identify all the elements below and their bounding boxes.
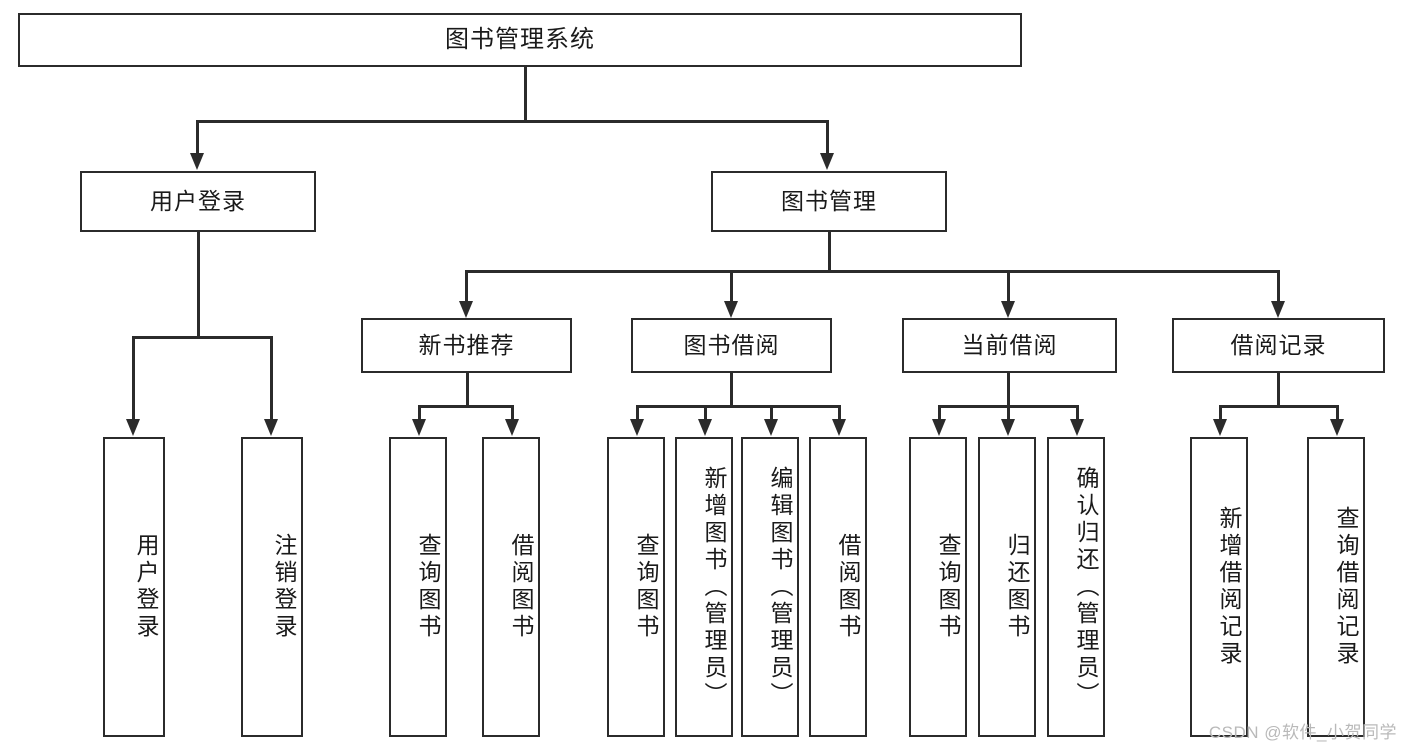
arrowhead-bookmgmt-child-3 <box>1001 301 1015 318</box>
edge-userlogin-stem <box>197 232 200 336</box>
edge-userlogin-drop-2 <box>270 336 273 420</box>
node-current-borrow[interactable]: 当前借阅 <box>902 318 1117 373</box>
edge-currentborrow-drop-1 <box>938 405 941 421</box>
arrowhead-newbook-leaf-1 <box>412 419 426 436</box>
leaf-label: 借阅图书 <box>835 533 861 641</box>
leaf-label: 查询图书 <box>415 533 441 641</box>
edge-userlogin-bus <box>132 336 272 339</box>
edge-root-stem <box>524 67 527 120</box>
leaf-currentborrow-return-book[interactable]: 归还图书 <box>978 437 1036 737</box>
leaf-user-login[interactable]: 用户登录 <box>103 437 165 737</box>
arrowhead-userlogin-leaf-1 <box>126 419 140 436</box>
arrowhead-currentborrow-leaf-1 <box>932 419 946 436</box>
leaf-label: 查询借阅记录 <box>1333 506 1359 668</box>
arrowhead-currentborrow-leaf-2 <box>1001 419 1015 436</box>
node-new-book-recommend[interactable]: 新书推荐 <box>361 318 572 373</box>
edge-bookmgmt-drop-4 <box>1277 270 1280 302</box>
leaf-newbook-query-book[interactable]: 查询图书 <box>389 437 447 737</box>
edge-bookmgmt-drop-3 <box>1007 270 1010 302</box>
arrowhead-borrowrecord-leaf-2 <box>1330 419 1344 436</box>
edge-newbook-drop-2 <box>511 405 514 421</box>
edge-root-bus <box>196 120 828 123</box>
arrowhead-bookborrow-leaf-3 <box>764 419 778 436</box>
edge-root-to-userlogin <box>196 120 199 154</box>
node-user-login[interactable]: 用户登录 <box>80 171 316 232</box>
node-borrow-record[interactable]: 借阅记录 <box>1172 318 1385 373</box>
leaf-user-logout[interactable]: 注销登录 <box>241 437 303 737</box>
edge-bookborrow-drop-4 <box>838 405 841 421</box>
leaf-label: 查询图书 <box>633 533 659 641</box>
leaf-bookborrow-query-book[interactable]: 查询图书 <box>607 437 665 737</box>
edge-currentborrow-stem <box>1007 373 1010 406</box>
edge-bookborrow-drop-1 <box>636 405 639 421</box>
edge-newbook-drop-1 <box>418 405 421 421</box>
edge-newbook-bus <box>418 405 514 408</box>
arrowhead-bookmgmt-child-4 <box>1271 301 1285 318</box>
edge-currentborrow-drop-2 <box>1007 405 1010 421</box>
edge-bookmgmt-stem <box>828 232 831 271</box>
edge-bookborrow-bus <box>636 405 841 408</box>
edge-bookborrow-drop-2 <box>704 405 707 421</box>
leaf-bookborrow-edit-book-admin[interactable]: 编辑图书（管理员） <box>741 437 799 737</box>
node-book-borrow[interactable]: 图书借阅 <box>631 318 832 373</box>
edge-bookborrow-drop-3 <box>770 405 773 421</box>
leaf-label: 借阅图书 <box>508 533 534 641</box>
arrowhead-userlogin-leaf-2 <box>264 419 278 436</box>
leaf-label: 查询图书 <box>935 533 961 641</box>
arrowhead-newbook-leaf-2 <box>505 419 519 436</box>
edge-root-to-bookmgmt <box>826 120 829 154</box>
edge-borrowrecord-drop-2 <box>1336 405 1339 421</box>
arrowhead-bookmgmt-child-1 <box>459 301 473 318</box>
leaf-bookborrow-add-book-admin[interactable]: 新增图书（管理员） <box>675 437 733 737</box>
edge-newbook-stem <box>466 373 469 406</box>
arrowhead-bookborrow-leaf-4 <box>832 419 846 436</box>
node-root-system[interactable]: 图书管理系统 <box>18 13 1022 67</box>
arrowhead-bookmgmt-child-2 <box>724 301 738 318</box>
leaf-label: 确认归还（管理员） <box>1073 465 1099 709</box>
leaf-label: 用户登录 <box>133 533 159 641</box>
leaf-newbook-borrow-book[interactable]: 借阅图书 <box>482 437 540 737</box>
edge-bookborrow-stem <box>730 373 733 406</box>
leaf-currentborrow-query-book[interactable]: 查询图书 <box>909 437 967 737</box>
edge-borrowrecord-drop-1 <box>1219 405 1222 421</box>
edge-bookmgmt-drop-1 <box>465 270 468 302</box>
leaf-borrowrecord-query-record[interactable]: 查询借阅记录 <box>1307 437 1365 737</box>
leaf-bookborrow-borrow-book[interactable]: 借阅图书 <box>809 437 867 737</box>
edge-borrowrecord-stem <box>1277 373 1280 406</box>
arrowhead-root-to-bookmgmt <box>820 153 834 170</box>
arrowhead-borrowrecord-leaf-1 <box>1213 419 1227 436</box>
arrowhead-currentborrow-leaf-3 <box>1070 419 1084 436</box>
leaf-label: 注销登录 <box>271 533 297 641</box>
arrowhead-bookborrow-leaf-2 <box>698 419 712 436</box>
leaf-borrowrecord-add-record[interactable]: 新增借阅记录 <box>1190 437 1248 737</box>
leaf-currentborrow-confirm-return-admin[interactable]: 确认归还（管理员） <box>1047 437 1105 737</box>
edge-bookmgmt-bus <box>465 270 1279 273</box>
leaf-label: 新增图书（管理员） <box>701 465 727 709</box>
leaf-label: 归还图书 <box>1004 533 1030 641</box>
edge-borrowrecord-bus <box>1219 405 1339 408</box>
node-book-management[interactable]: 图书管理 <box>711 171 947 232</box>
arrowhead-root-to-userlogin <box>190 153 204 170</box>
leaf-label: 新增借阅记录 <box>1216 506 1242 668</box>
edge-bookmgmt-drop-2 <box>730 270 733 302</box>
leaf-label: 编辑图书（管理员） <box>767 465 793 709</box>
edge-userlogin-drop-1 <box>132 336 135 420</box>
arrowhead-bookborrow-leaf-1 <box>630 419 644 436</box>
edge-currentborrow-drop-3 <box>1076 405 1079 421</box>
